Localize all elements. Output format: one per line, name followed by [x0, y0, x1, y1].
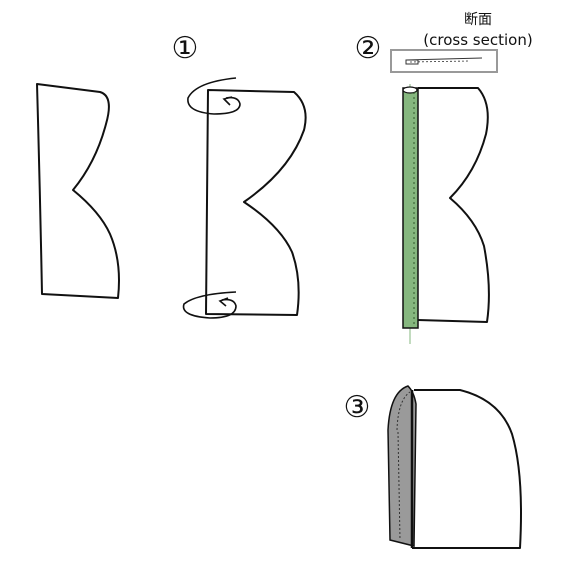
pattern-piece-plain: [36, 83, 120, 299]
step-1-label: ①: [172, 31, 199, 66]
cross-section-label-en: (cross section): [423, 31, 532, 49]
step-2-label: ②: [355, 31, 382, 66]
pattern-piece-step1: [205, 89, 307, 316]
fold-arrow-bottom-icon: [182, 291, 237, 319]
pattern-piece-step2: [402, 84, 490, 344]
cross-section-inset: [390, 49, 498, 73]
cross-section-label-jp: 断面: [464, 12, 492, 28]
pattern-piece-step3: [387, 385, 522, 549]
fold-arrow-top-icon: [187, 77, 241, 115]
step-3-label: ③: [344, 390, 371, 425]
